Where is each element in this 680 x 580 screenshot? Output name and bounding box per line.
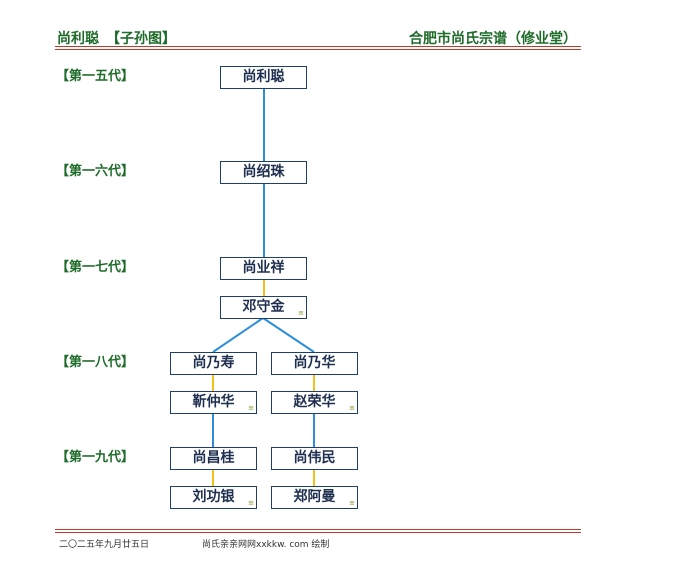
person-name: 尚乃华 [293, 355, 336, 371]
footer-rule-top [55, 529, 581, 530]
person-box[interactable]: 尚乃寿 [170, 352, 257, 375]
spouse-box[interactable]: 刘功银 ≡ [170, 486, 257, 509]
person-name: 尚乃寿 [192, 355, 235, 371]
person-box[interactable]: 尚乃华 [271, 352, 358, 375]
spouse-name: 郑阿曼 [293, 489, 336, 505]
person-box[interactable]: 尚利聪 [220, 66, 307, 89]
generation-label-16: 【第一六代】 [56, 164, 135, 179]
footer-rule-bottom [55, 532, 581, 533]
page-title: 尚利聪 【子孙图】 [57, 31, 176, 47]
branch-line-right [262, 317, 315, 353]
generation-label-19: 【第一九代】 [56, 450, 135, 465]
header-rule-top [55, 46, 581, 47]
marriage-line [212, 374, 214, 391]
spouse-marker-icon: ≡ [349, 499, 355, 507]
person-name: 尚利聪 [242, 69, 285, 85]
spouse-name: 赵荣华 [293, 394, 336, 410]
header-rule-bottom [55, 49, 581, 50]
footer-date: 二〇二五年九月廿五日 [59, 540, 150, 550]
spouse-name: 邓守金 [242, 299, 285, 315]
generation-label-18: 【第一八代】 [56, 355, 135, 370]
spouse-box[interactable]: 郑阿曼 ≡ [271, 486, 358, 509]
person-box[interactable]: 尚伟民 [271, 447, 358, 470]
person-box[interactable]: 尚业祥 [220, 257, 307, 280]
footer-credit: 尚氏亲亲网网xxkkw. com 绘制 [202, 540, 330, 550]
genealogy-title: 合肥市尚氏宗谱（修业堂） [409, 31, 577, 47]
marriage-line [212, 469, 214, 486]
branch-line-left [212, 317, 264, 353]
person-name: 尚绍珠 [242, 164, 285, 180]
marriage-line [313, 374, 315, 391]
marriage-line [263, 279, 265, 296]
generation-label-17: 【第一七代】 [56, 260, 135, 275]
descent-line [263, 184, 265, 258]
descent-line [263, 89, 265, 162]
descent-line [212, 413, 214, 447]
generation-label-15: 【第一五代】 [56, 69, 135, 84]
person-name: 尚昌桂 [192, 450, 235, 466]
person-name: 尚业祥 [242, 260, 285, 276]
person-box[interactable]: 尚昌桂 [170, 447, 257, 470]
spouse-name: 靳仲华 [192, 394, 235, 410]
spouse-marker-icon: ≡ [248, 404, 254, 412]
descent-line [313, 413, 315, 447]
marriage-line [313, 469, 315, 486]
spouse-marker-icon: ≡ [349, 404, 355, 412]
spouse-box[interactable]: 邓守金 ≡ [220, 296, 307, 319]
spouse-box[interactable]: 靳仲华 ≡ [170, 391, 257, 414]
person-box[interactable]: 尚绍珠 [220, 161, 307, 184]
spouse-box[interactable]: 赵荣华 ≡ [271, 391, 358, 414]
spouse-name: 刘功银 [192, 489, 235, 505]
person-name: 尚伟民 [293, 450, 336, 466]
spouse-marker-icon: ≡ [248, 499, 254, 507]
spouse-marker-icon: ≡ [298, 309, 304, 317]
